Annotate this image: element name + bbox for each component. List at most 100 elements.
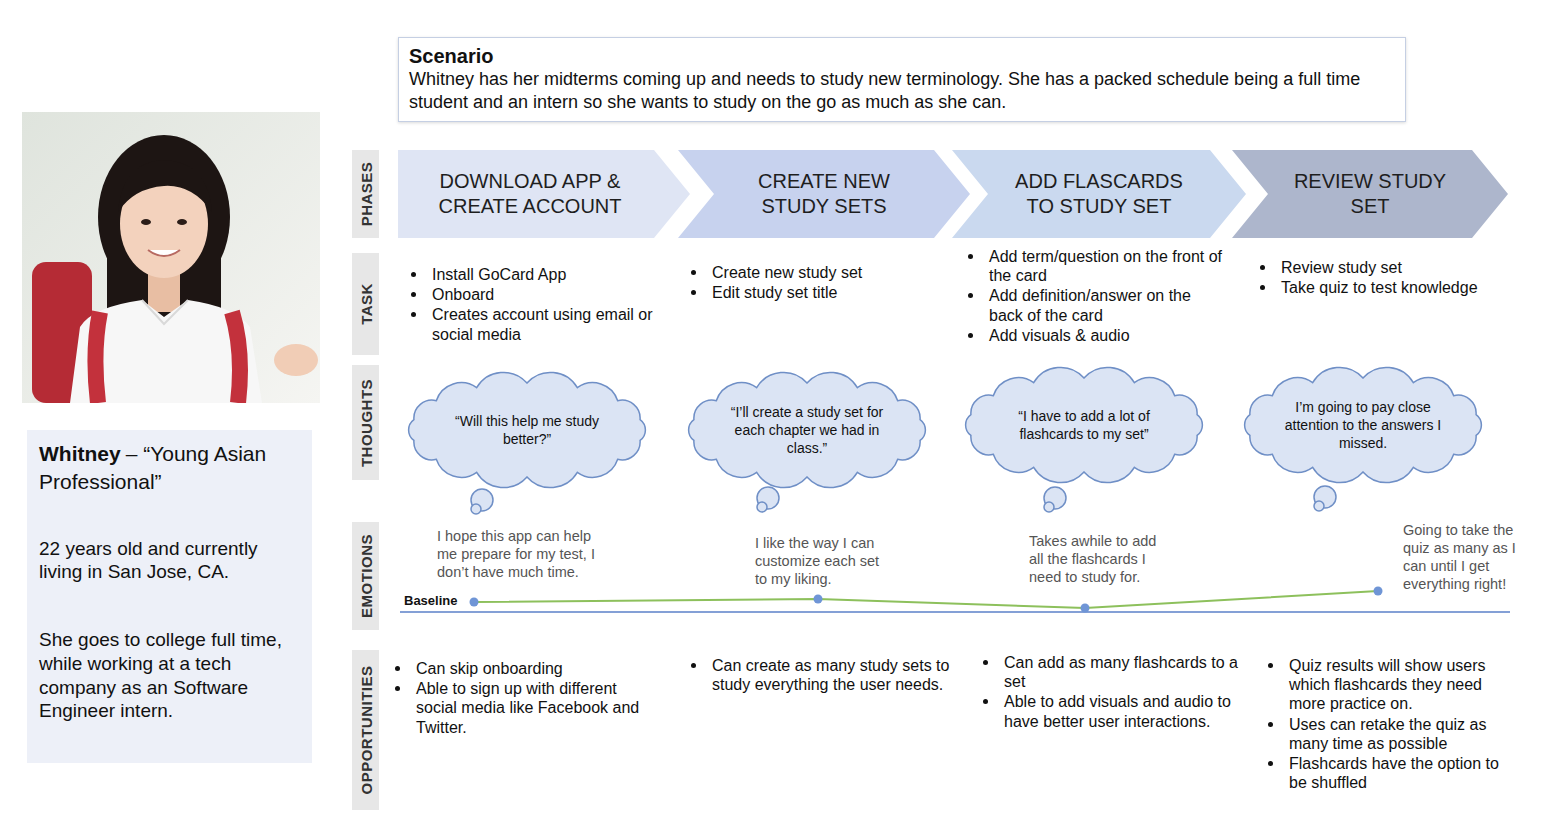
task-item: Edit study set title [712, 283, 947, 302]
opportunity-item: Able to add visuals and audio to have be… [1004, 692, 1246, 730]
bullet-dot [395, 686, 400, 691]
chevron-fill [952, 150, 1246, 238]
cloud-shape [955, 365, 1213, 485]
opportunity-item: Quiz results will show users which flash… [1289, 656, 1521, 714]
bullet-dot [1268, 722, 1273, 727]
bullet-dot [395, 666, 400, 671]
phase-title: ADD FLASCARDS TO STUDY SET [1007, 169, 1192, 219]
persona-text: She goes to college full time, while wor… [39, 628, 300, 723]
text-column: Quiz results will show users which flash… [1289, 656, 1521, 793]
phase-title: REVIEW STUDY SET [1283, 169, 1458, 219]
cloud-outline [1245, 367, 1482, 482]
bullet-dot [983, 699, 988, 704]
chevron-shape [678, 150, 970, 238]
list-row: Takes awhile to add all the flashcards I… [1029, 532, 1174, 586]
bullet-dot [1268, 761, 1273, 766]
persona-name: Whitney [39, 442, 121, 465]
list-row: Create new study set [712, 263, 947, 282]
bullet-dot [411, 272, 416, 277]
list-row: Take quiz to test knowledge [1281, 278, 1521, 297]
task-item: Install GoCard App [432, 265, 657, 284]
chevron-shape [1232, 150, 1508, 238]
scenario-text: Whitney has her midterms coming up and n… [409, 68, 1395, 113]
persona-card: Whitney– “Young Asian Professional”22 ye… [27, 430, 312, 763]
thought-cloud: I’m going to pay close attention to the … [1234, 365, 1492, 485]
task-item: Review study set [1281, 258, 1521, 277]
bullet-dot [1268, 663, 1273, 668]
chevron-shape [952, 150, 1246, 238]
list-row: Flashcards have the option to be shuffle… [1289, 754, 1521, 792]
text-column: I like the way I can customize each set … [755, 534, 895, 589]
chevron-fill [1232, 150, 1508, 238]
list-row: Able to add visuals and audio to have be… [1004, 692, 1246, 730]
bullet-dot [1260, 285, 1265, 290]
thought-text: “I’ll create a study set for each chapte… [725, 403, 890, 458]
row-label: THOUGHTS [357, 378, 374, 466]
task-item: Add visuals & audio [989, 326, 1229, 345]
row-label-band: TASK [352, 253, 379, 355]
list-row: Install GoCard App [432, 265, 657, 284]
task-item: Add definition/answer on the back of the… [989, 286, 1229, 324]
phase-chevron: CREATE NEW STUDY SETS [678, 150, 970, 238]
bullet-dot [691, 290, 696, 295]
phase-chevron: ADD FLASCARDS TO STUDY SET [952, 150, 1246, 238]
task-item: Creates account using email or social me… [432, 305, 657, 343]
text-column: Takes awhile to add all the flashcards I… [1029, 532, 1174, 587]
cloud-shape [398, 370, 656, 490]
list-row: Review study set [1281, 258, 1521, 277]
text-column: Add term/question on the front of the ca… [989, 247, 1229, 346]
list-row: Can add as many flashcards to a set [1004, 653, 1246, 691]
text-column: Going to take the quiz as many as I can … [1403, 521, 1527, 595]
emotion-note: I like the way I can customize each set … [755, 534, 895, 588]
text-column: Can add as many flashcards to a setAble … [1004, 653, 1246, 732]
row-label-band: EMOTIONS [352, 522, 379, 630]
list-row: Baseline [404, 593, 484, 609]
list-row: Uses can retake the quiz as many time as… [1289, 715, 1521, 753]
list-row: Add definition/answer on the back of the… [989, 286, 1229, 324]
emotion-curve [400, 587, 1510, 613]
persona-photo [22, 112, 320, 403]
list-row: Able to sign up with different social me… [416, 679, 641, 737]
cloud-outline [966, 367, 1203, 482]
chevron-fill [398, 150, 690, 238]
opportunity-item: Flashcards have the option to be shuffle… [1289, 754, 1521, 792]
phase-title: DOWNLOAD APP & CREATE ACCOUNT [428, 169, 633, 219]
list-row: Quiz results will show users which flash… [1289, 656, 1521, 714]
list-row: Edit study set title [712, 283, 947, 302]
bullet-dot [411, 292, 416, 297]
list-row: I like the way I can customize each set … [755, 534, 895, 588]
task-item: Create new study set [712, 263, 947, 282]
opportunity-item: Uses can retake the quiz as many time as… [1289, 715, 1521, 753]
list-row: Creates account using email or social me… [432, 305, 657, 343]
bullet-dot [968, 293, 973, 298]
bullet-dot [691, 270, 696, 275]
bullet-dot [968, 333, 973, 338]
persona-text: 22 years old and currently living in San… [39, 537, 300, 585]
cloud-outline [689, 372, 926, 487]
list-row: Add term/question on the front of the ca… [989, 247, 1229, 285]
row-label: EMOTIONS [357, 534, 374, 618]
text-column: Can create as many study sets to study e… [712, 656, 952, 695]
row-label-band: THOUGHTS [352, 365, 379, 480]
opportunity-item: Can add as many flashcards to a set [1004, 653, 1246, 691]
scenario-box: ScenarioWhitney has her midterms coming … [398, 37, 1406, 122]
bullet-dot [411, 312, 416, 317]
thought-cloud: “I have to add a lot of flashcards to my… [955, 365, 1213, 485]
chevron-shape [398, 150, 690, 238]
thought-text: I’m going to pay close attention to the … [1281, 398, 1446, 453]
emotion-note: I hope this app can help me prepare for … [437, 527, 609, 581]
row-label: PHASES [357, 162, 374, 227]
thought-text: “Will this help me study better?” [445, 412, 610, 448]
opportunity-item: Can create as many study sets to study e… [712, 656, 952, 694]
list-row: Can skip onboarding [416, 659, 641, 678]
row-label: TASK [357, 283, 374, 325]
bullet-dot [1260, 265, 1265, 270]
scenario-heading: Scenario [409, 44, 1395, 68]
bullet-dot [968, 254, 973, 259]
thought-text: “I have to add a lot of flashcards to my… [1002, 407, 1167, 443]
emotion-note: Takes awhile to add all the flashcards I… [1029, 532, 1174, 586]
opportunity-item: Can skip onboarding [416, 659, 641, 678]
phase-chevron: REVIEW STUDY SET [1232, 150, 1508, 238]
thought-cloud: “Will this help me study better?” [398, 370, 656, 490]
text-column: Baseline [404, 593, 484, 610]
